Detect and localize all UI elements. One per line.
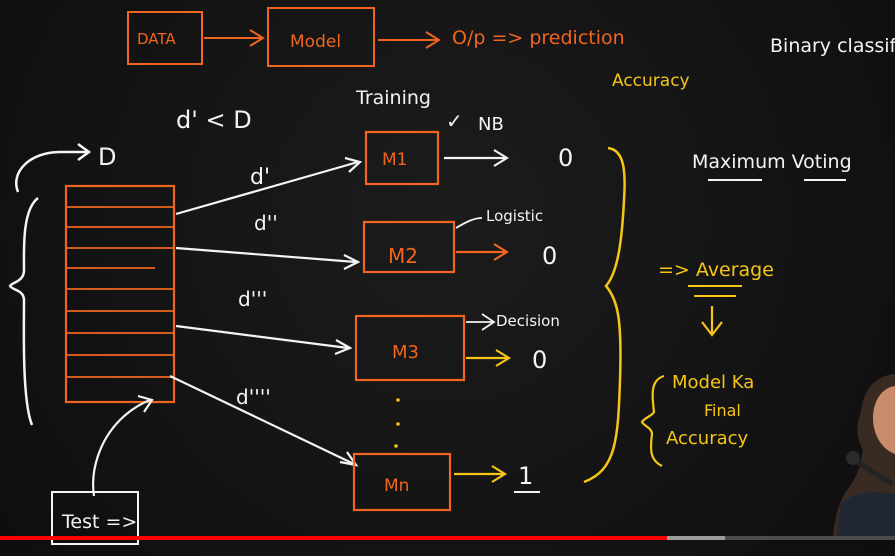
presenter-webcam [833, 366, 895, 536]
model-label: Model [290, 32, 341, 52]
model-m3-arrow [466, 349, 512, 367]
model-mn-arrow [454, 465, 508, 483]
test-box [51, 491, 139, 545]
data-box [127, 11, 203, 65]
presenter-image [833, 374, 895, 536]
model-m2-label: M2 [388, 244, 418, 268]
decision-tick [466, 313, 496, 331]
accuracy-label: Accuracy [612, 71, 690, 91]
model-m2-output: 0 [542, 242, 557, 270]
model-m1-label: M1 [382, 150, 407, 170]
video-progress-bar[interactable] [0, 536, 895, 540]
model-box [267, 7, 375, 67]
model-m3: M3 Decision 0 [354, 312, 560, 382]
final-brace [640, 374, 665, 467]
data-label: DATA [137, 30, 176, 48]
model-mn-output: 1 [518, 462, 533, 490]
model-m2-arrow [456, 243, 510, 261]
max-voting-label: Maximum Voting [692, 151, 852, 173]
pipeline: DATA Model O/p => prediction [127, 7, 625, 67]
model-m1-arrow [444, 149, 510, 167]
model-m3-output: 0 [532, 346, 547, 374]
test-label: Test => [61, 511, 137, 533]
model-mn: Mn 1 [352, 452, 540, 512]
down-arrow [701, 306, 723, 337]
model-mn-label: Mn [384, 476, 409, 496]
subset-rule: d' < D [176, 106, 252, 134]
model-m3-label: M3 [392, 342, 419, 363]
model-m1-output: 0 [558, 144, 573, 172]
dataset-label: D [98, 143, 116, 171]
logistic-tick [455, 217, 483, 229]
played-bar [0, 536, 667, 540]
subset-label-3: d''' [238, 287, 267, 311]
test-arrow [92, 394, 154, 497]
dataset-table [64, 184, 176, 404]
check-mark: ✓ [446, 109, 463, 133]
dataset-brace [8, 197, 39, 426]
subset-arrows [169, 156, 363, 467]
pipeline-arrow-2 [378, 31, 441, 49]
aggregation-brace [583, 146, 626, 484]
output-label: O/p => prediction [452, 27, 625, 49]
training-label: Training [355, 87, 431, 109]
binary-classif-label: Binary classif [770, 35, 895, 57]
ellipsis-dots [394, 398, 400, 448]
subset-label-2: d'' [254, 211, 278, 235]
dataset-arrow [15, 142, 92, 193]
final-line-3: Accuracy [666, 428, 749, 449]
model-m2: M2 Logistic 0 [362, 207, 557, 274]
model-m2-note: Logistic [486, 207, 543, 225]
buffered-bar [666, 536, 725, 540]
nb-label: NB [478, 114, 504, 135]
pipeline-arrow-1 [204, 29, 265, 47]
final-line-1: Model Ka [672, 372, 754, 393]
subset-label-4: d'''' [236, 385, 271, 409]
subset-label-1: d' [250, 165, 270, 190]
model-m1: M1 0 [364, 130, 573, 186]
model-m3-note: Decision [496, 312, 560, 330]
final-line-2: Final [704, 401, 741, 420]
average-label: => Average [658, 259, 774, 281]
